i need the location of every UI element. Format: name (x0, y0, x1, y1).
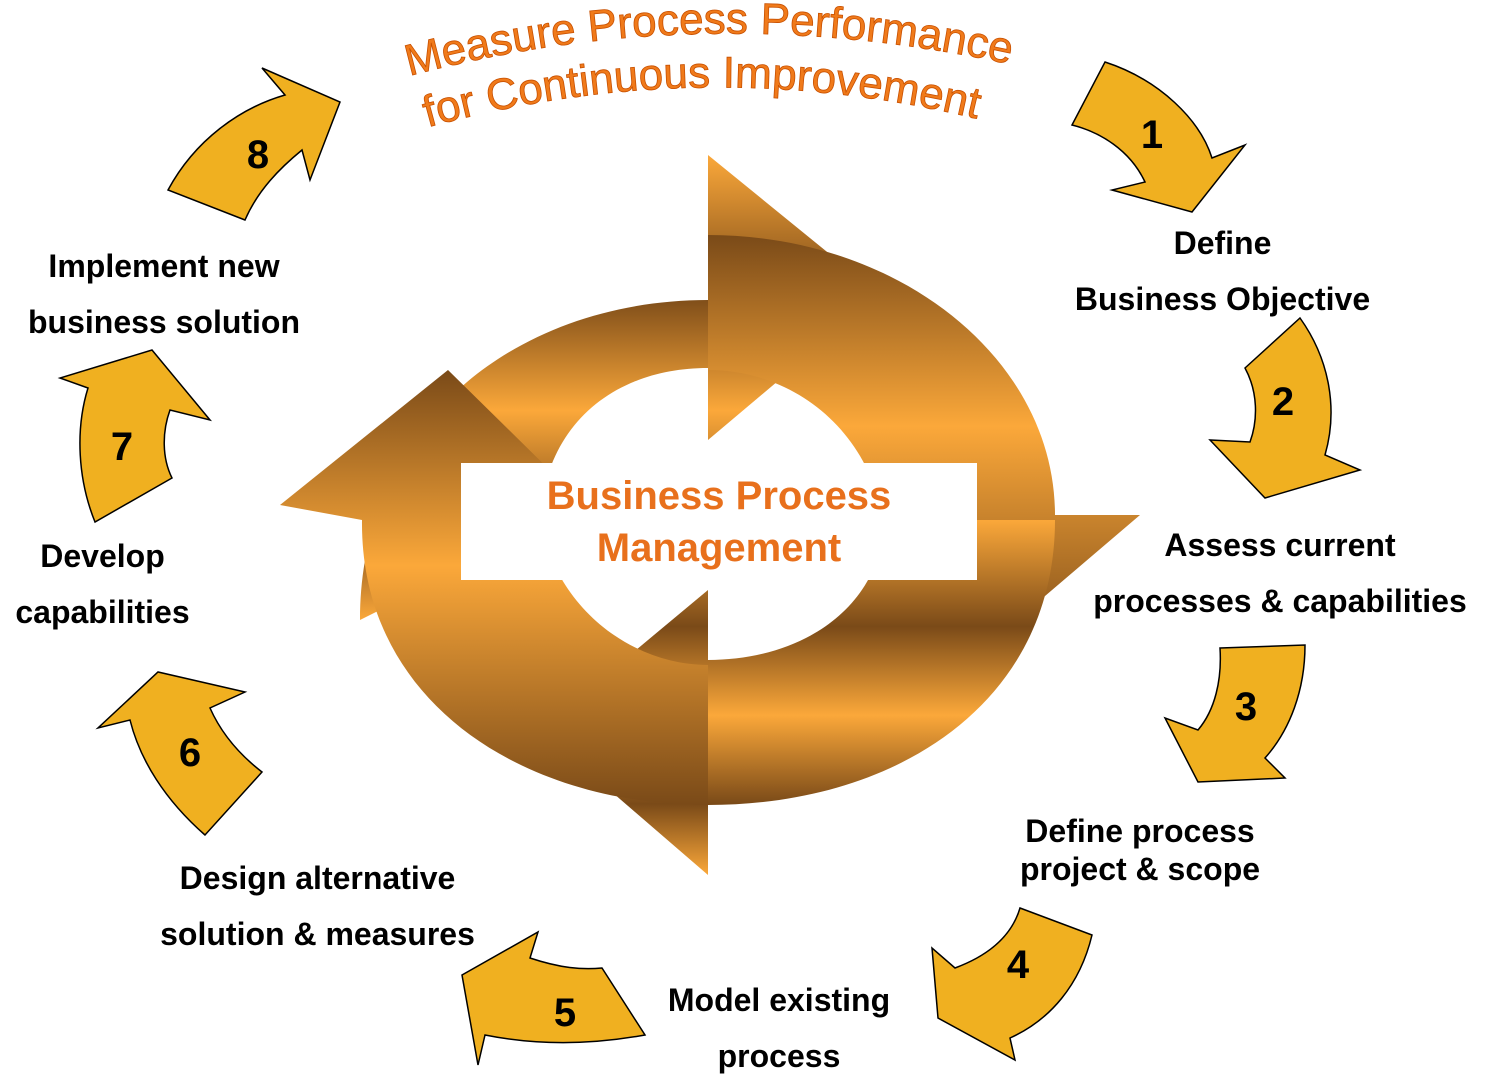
step-number-7: 7 (111, 425, 133, 469)
step-label-7: Implement new business solution (5, 238, 323, 350)
ring-arrow-left (280, 370, 708, 805)
curved-arrow-8-icon (166, 67, 341, 221)
step-label-5-line-2: solution & measures (160, 916, 475, 952)
step-label-2-line-2: processes & capabilities (1093, 583, 1467, 619)
step-label-7-line-1: Implement new (48, 248, 280, 284)
step-label-7-line-2: business solution (27, 304, 301, 340)
step-label-2: Assess current processes & capabilities (1060, 517, 1500, 629)
step-number-6: 6 (179, 731, 201, 775)
step-label-1-line-2: Business Objective (1074, 281, 1371, 317)
step-arrows: 1 2 3 4 5 6 7 (57, 61, 1363, 1066)
step-arrow-8: 8 (166, 67, 341, 221)
center-label: Business Process Management (461, 463, 977, 580)
step-number-5: 5 (554, 991, 576, 1035)
title-arc: Measure Process Performance for Continuo… (399, 0, 1018, 137)
step-label-4-line-1: Model existing (667, 982, 891, 1018)
curved-arrow-2-icon (1208, 316, 1363, 499)
step-label-5-line-1: Design alternative (179, 860, 456, 896)
step-label-6-line-1: Develop (40, 538, 165, 574)
step-number-8: 8 (247, 133, 269, 177)
step-arrow-4: 4 (931, 907, 1093, 1062)
step-number-4: 4 (1007, 943, 1030, 987)
step-arrow-3: 3 (1163, 644, 1306, 783)
step-number-2: 2 (1272, 380, 1294, 424)
curved-arrow-3-icon (1163, 644, 1306, 783)
step-number-1: 1 (1141, 113, 1163, 157)
step-label-3: Define process project & scope (990, 812, 1290, 889)
curved-arrow-4-icon (931, 907, 1093, 1062)
center-label-line-1: Business Process (546, 473, 892, 518)
step-label-3-line-1: Define process (1025, 813, 1255, 849)
step-arrow-6: 6 (95, 671, 264, 837)
step-label-1: Define Business Objective (1050, 215, 1395, 327)
step-label-3-line-2: project & scope (1019, 851, 1261, 888)
curved-arrow-1-icon (1070, 61, 1248, 213)
step-arrow-7: 7 (57, 349, 213, 524)
step-number-3: 3 (1235, 685, 1257, 729)
curved-arrow-5-icon (461, 930, 647, 1066)
step-label-5: Design alternative solution & measures (130, 850, 505, 962)
step-label-4-line-2: process (717, 1038, 841, 1074)
step-label-4: Model existing process (640, 972, 918, 1081)
step-arrow-1: 1 (1070, 61, 1248, 213)
step-label-2-line-1: Assess current (1164, 527, 1396, 563)
curved-arrow-6-icon (95, 671, 264, 837)
step-label-6-line-2: capabilities (15, 594, 190, 630)
center-label-line-2: Management (596, 525, 842, 570)
step-arrow-5: 5 (461, 930, 647, 1066)
step-arrow-2: 2 (1208, 316, 1363, 499)
curved-arrow-7-icon (57, 349, 213, 524)
step-label-6: Develop capabilities (0, 528, 205, 640)
step-label-1-line-1: Define (1173, 225, 1272, 261)
